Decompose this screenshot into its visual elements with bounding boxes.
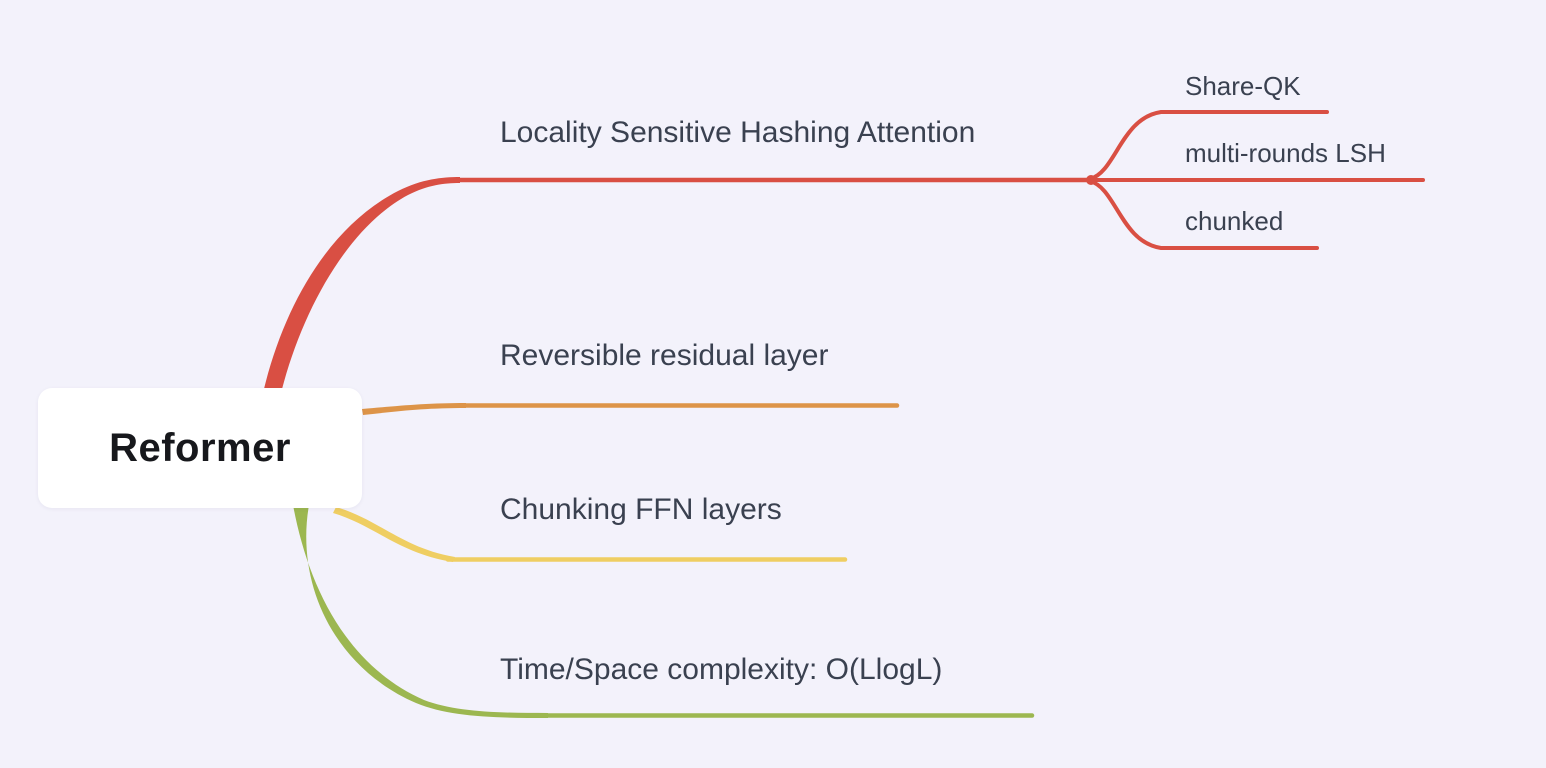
root-node-label: Reformer	[109, 425, 291, 470]
subbranch-label-share-qk[interactable]: Share-QK	[1185, 71, 1301, 101]
subbranch-label-chunked[interactable]: chunked	[1185, 206, 1284, 236]
subbranch-chunked-line	[1088, 179, 1319, 250]
branch-label-chunking-ffn[interactable]: Chunking FFN layers	[500, 493, 782, 526]
root-node[interactable]: Reformer	[38, 388, 362, 508]
branch-label-lsh-attention[interactable]: Locality Sensitive Hashing Attention	[500, 116, 976, 149]
branch-chunking-curve	[333, 507, 455, 562]
subbranch-shareqk-line	[1088, 110, 1329, 181]
branch-label-reversible-residual[interactable]: Reversible residual layer	[500, 339, 829, 372]
subbranch-label-multi-rounds-lsh[interactable]: multi-rounds LSH	[1185, 138, 1386, 168]
branch-label-time-space-complexity[interactable]: Time/Space complexity: O(LlogL)	[500, 653, 943, 686]
branch-lsh-curve	[263, 177, 460, 393]
branch-reversible-curve	[362, 403, 466, 415]
